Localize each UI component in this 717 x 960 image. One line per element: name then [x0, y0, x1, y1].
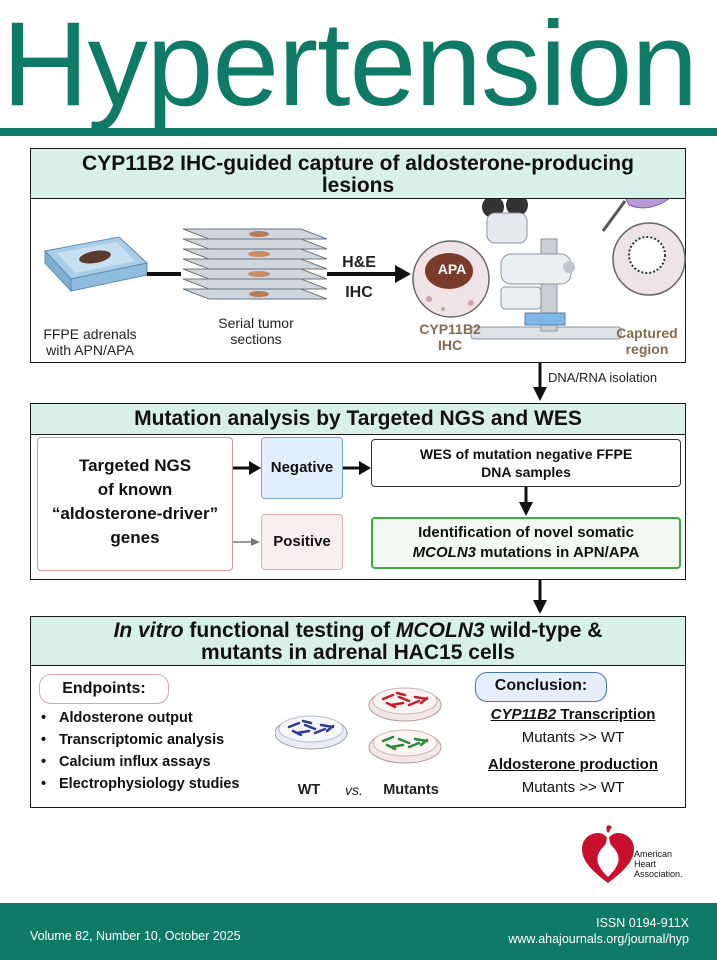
apa-label: APA — [437, 261, 467, 277]
endpoint-list: •Aldosterone output •Transcriptomic anal… — [41, 707, 291, 795]
negative-box: Negative — [261, 437, 343, 499]
endpoint-item: •Calcium influx assays — [41, 754, 211, 770]
scalpel-hand-icon — [601, 199, 670, 232]
masthead: Hypertension — [0, 0, 717, 136]
panel-functional-title: In vitro functional testing of MCOLN3 wi… — [31, 617, 685, 666]
captured-region-icon — [612, 222, 686, 296]
arrow-functional — [533, 580, 547, 614]
panel-mutation-title: Mutation analysis by Targeted NGS and WE… — [31, 404, 685, 435]
apa-ihc-icon — [412, 240, 490, 318]
cyp11b2-ihc-label: CYP11B2 IHC — [419, 321, 481, 353]
mutant-red-dish-icon — [368, 687, 442, 722]
endpoint-item: •Aldosterone output — [41, 710, 193, 726]
capture-illustration — [44, 199, 686, 340]
aha-heart-torch-icon — [582, 825, 634, 883]
he-label: H&E — [342, 254, 376, 271]
mutant-green-dish-icon — [368, 729, 442, 764]
conclusion-pill: Conclusion: — [475, 672, 607, 702]
ffpe-label: FFPE adrenals with APN/APA — [43, 326, 137, 358]
targeted-ngs-box: Targeted NGS of known “aldosterone-drive… — [37, 437, 233, 571]
wes-box: WES of mutation negative FFPE DNA sample… — [371, 439, 681, 487]
journal-url[interactable]: www.ahajournals.org/journal/hyp — [508, 932, 689, 946]
conclusion-cyp11b2: CYP11B2 Transcription — [490, 706, 656, 723]
conclusion-aldosterone-result: Mutants >> WT — [521, 779, 625, 796]
panel-capture-title: CYP11B2 IHC-guided capture of aldosteron… — [31, 149, 685, 199]
mutants-label: Mutants — [383, 782, 439, 798]
conclusion-aldosterone: Aldosterone production — [488, 756, 658, 773]
footer-band: Volume 82, Number 10, October 2025 ISSN … — [0, 903, 717, 960]
panel-mutation: Mutation analysis by Targeted NGS and WE… — [30, 403, 686, 580]
aha-wordmark: American Heart Association. — [634, 849, 683, 879]
wt-dish-icon — [275, 715, 348, 750]
panel-capture-title-line2: lesions — [321, 174, 395, 197]
positive-box: Positive — [261, 514, 343, 570]
panel-functional: In vitro functional testing of MCOLN3 wi… — [30, 616, 686, 808]
novel-mutation-box: Identification of novel somatic MCOLN3 m… — [371, 517, 681, 569]
vs-label: vs. — [345, 782, 363, 798]
endpoint-item: •Transcriptomic analysis — [41, 732, 225, 748]
endpoints-pill: Endpoints: — [39, 674, 169, 704]
endpoint-item: •Electrophysiology studies — [41, 776, 240, 792]
conclusion-cyp11b2-result: Mutants >> WT — [521, 729, 625, 746]
slide-stack-icon — [182, 228, 328, 300]
panel-capture-title-line1: CYP11B2 IHC-guided capture of aldosteron… — [82, 152, 634, 175]
dna-rna-isolation-label: DNA/RNA isolation — [548, 370, 658, 385]
journal-title: Hypertension — [2, 0, 698, 131]
masthead-rule — [0, 128, 717, 136]
serial-sections-label: Serial tumor sections — [218, 315, 294, 347]
microscope-icon — [470, 199, 622, 340]
panel-capture: CYP11B2 IHC-guided capture of aldosteron… — [30, 148, 686, 363]
wt-label: WT — [297, 782, 321, 798]
captured-region-label: Captured region — [616, 325, 678, 357]
mcoln3-gene: MCOLN3 — [412, 544, 476, 561]
arrow-isolation — [533, 363, 547, 401]
issn: ISSN 0194-911X — [596, 916, 689, 930]
petri-dish-illustration — [275, 687, 442, 764]
ffpe-block-icon — [44, 236, 149, 293]
volume-issue-date: Volume 82, Number 10, October 2025 — [30, 929, 241, 943]
ihc-label: IHC — [345, 284, 373, 301]
